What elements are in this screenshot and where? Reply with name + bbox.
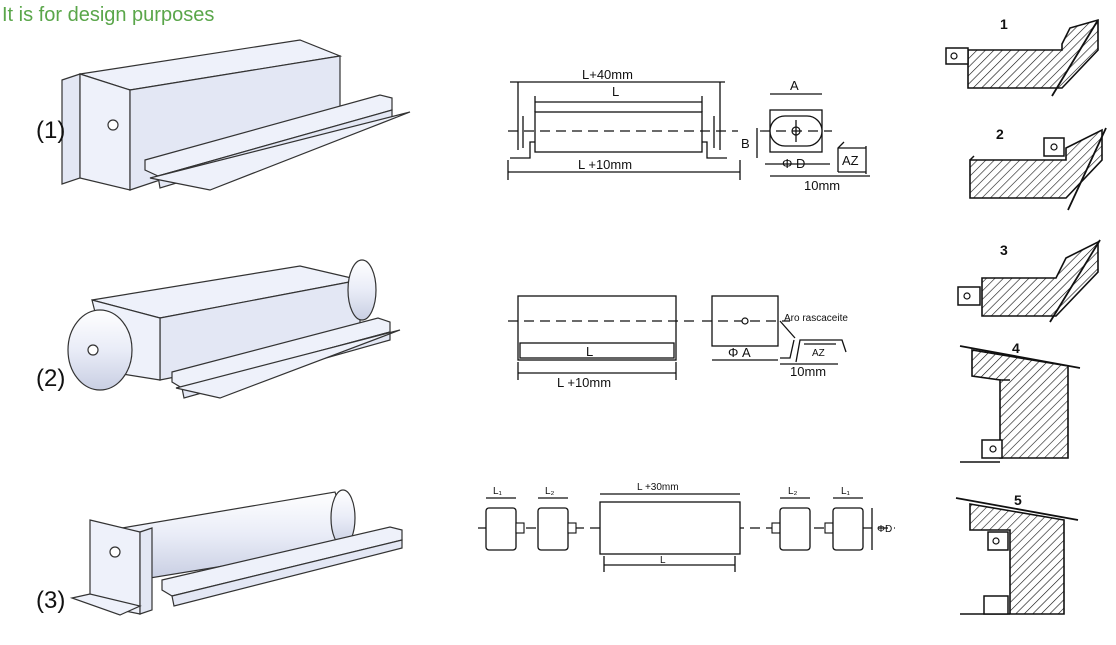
drawing-2: L L +10mm Φ A Aro rascaceite AZ 10mm bbox=[508, 295, 848, 390]
device-2-label: (2) bbox=[36, 365, 65, 392]
position-2-label: 2 bbox=[996, 126, 1004, 142]
drawing-3-l1-right: L₁ bbox=[841, 486, 851, 497]
position-3: 3 bbox=[957, 239, 1101, 323]
drawing-3-length-label: L bbox=[660, 555, 666, 566]
drawing-2-length-label: L bbox=[586, 344, 593, 359]
position-5-label: 5 bbox=[1014, 492, 1022, 508]
drawing-1-bottom-dimension: L +10mm bbox=[578, 157, 632, 172]
design-note: It is for design purposes bbox=[2, 4, 215, 26]
device-1-label: (1) bbox=[36, 117, 65, 144]
drawing-3-l2-left: L₂ bbox=[545, 486, 555, 497]
position-1-label: 1 bbox=[1000, 16, 1008, 32]
position-4: 4 bbox=[959, 340, 1081, 463]
drawing-1-az-label: AZ bbox=[842, 153, 859, 168]
drawing-2-diameter-label: Φ A bbox=[728, 345, 751, 360]
position-5: 5 bbox=[955, 492, 1079, 615]
drawing-1: L+40mm L L +10mm A B Φ D AZ 10mm bbox=[507, 67, 870, 193]
device-3-illustration bbox=[69, 489, 403, 616]
drawing-2-az-label: AZ bbox=[812, 348, 825, 359]
drawing-2-bottom-dimension: L +10mm bbox=[557, 375, 611, 390]
drawing-1-diameter-label: Φ D bbox=[782, 156, 805, 171]
position-4-label: 4 bbox=[1012, 340, 1020, 356]
position-1: 1 bbox=[945, 16, 1099, 97]
drawing-2-ring-label: Aro rascaceite bbox=[784, 313, 848, 324]
position-2: 2 bbox=[969, 126, 1107, 211]
drawing-1-gap-label: 10mm bbox=[804, 178, 840, 193]
drawing-2-gap-label: 10mm bbox=[790, 364, 826, 379]
drawing-3-l2-right: L₂ bbox=[788, 486, 798, 497]
drawing-1-top-dimension: L+40mm bbox=[582, 67, 633, 82]
device-3-label: (3) bbox=[36, 587, 65, 614]
drawing-3-l1-left: L₁ bbox=[493, 486, 503, 497]
device-2-illustration bbox=[67, 259, 401, 399]
position-3-label: 3 bbox=[1000, 242, 1008, 258]
drawing-3: L₁ L₂ L +30mm L₂ L₁ ΦD L bbox=[478, 482, 895, 572]
drawing-3-top-dimension: L +30mm bbox=[637, 482, 679, 493]
drawing-1-height-label: B bbox=[741, 136, 750, 151]
drawing-1-inner-dimension: L bbox=[612, 84, 619, 99]
device-1-illustration bbox=[61, 39, 411, 191]
drawing-3-diameter-label: ΦD bbox=[877, 524, 892, 535]
drawing-1-width-label: A bbox=[790, 78, 799, 93]
